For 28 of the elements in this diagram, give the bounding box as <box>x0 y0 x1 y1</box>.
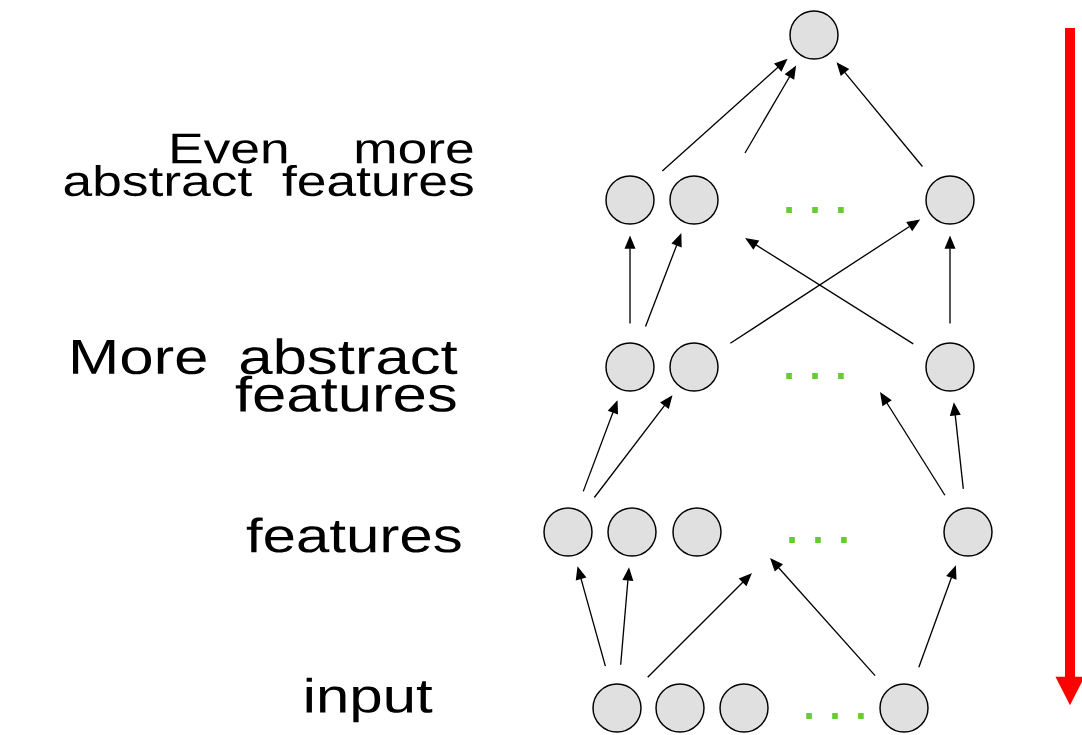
arrow <box>593 395 673 499</box>
neuron-circle <box>789 10 839 60</box>
neuron-circle <box>607 507 657 557</box>
neuron-circle <box>605 342 655 392</box>
layer-label: input <box>306 677 433 723</box>
ellipsis: . . . <box>786 373 844 379</box>
neuron-circle <box>605 175 655 225</box>
arrow <box>745 238 914 345</box>
layer-label: More abstract features <box>73 338 458 412</box>
layer-label: Even more abstract features <box>64 133 473 197</box>
neuron-circle <box>672 507 722 557</box>
arrow <box>880 392 946 496</box>
neuron-circle <box>719 683 769 733</box>
ellipsis: . . . <box>786 207 844 213</box>
neuron-circle <box>543 507 593 557</box>
ellipsis: . . . <box>806 713 864 719</box>
neuron-circle <box>925 342 975 392</box>
neuron-circle <box>669 342 719 392</box>
neuron-circle <box>592 683 642 733</box>
arrow <box>647 573 752 678</box>
ellipsis: . . . <box>789 537 847 543</box>
layer-label: features <box>246 517 461 553</box>
neuron-circle <box>655 683 705 733</box>
neuron-circle <box>925 175 975 225</box>
arrow <box>770 558 876 677</box>
neuron-circle <box>879 683 929 733</box>
neuron-circle <box>669 175 719 225</box>
neuron-circle <box>943 507 993 557</box>
